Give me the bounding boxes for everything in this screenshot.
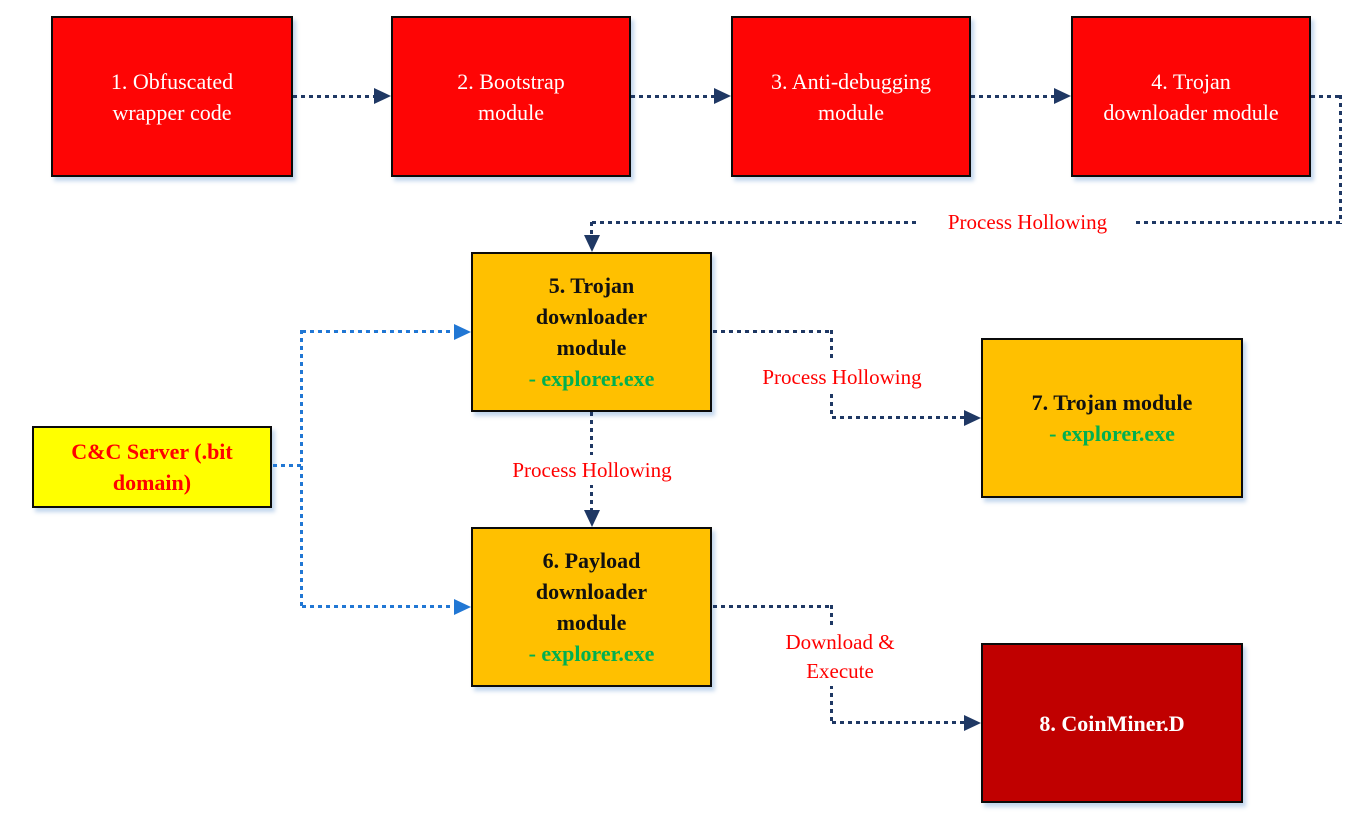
connector-cnc-6 (302, 605, 454, 608)
connector-cnc-trunk (273, 464, 303, 467)
box-trojan-downloader-module-4: 4. Trojan downloader module (1071, 16, 1311, 177)
arrowhead-right-icon (454, 324, 471, 340)
arrowhead-right-icon (964, 410, 981, 426)
connector-2-3 (631, 95, 714, 98)
box-payload-downloader-module-6: 6. Payload downloader module - explorer.… (471, 527, 712, 687)
box-title: 7. Trojan module (1031, 390, 1193, 415)
box-title: 2. Bootstrap module (457, 68, 565, 125)
box-title: 6. Payload downloader module (535, 548, 648, 635)
connector-4-5-seg4 (590, 222, 593, 236)
box-title: 1. Obfuscated wrapper code (110, 68, 234, 125)
box-title: 3. Anti-debugging module (770, 68, 932, 125)
arrowhead-down-icon (584, 510, 600, 527)
box-bootstrap-module: 2. Bootstrap module (391, 16, 631, 177)
connector-5-7-seg1 (713, 330, 833, 333)
box-title: C&C Server (.bit domain) (71, 439, 233, 495)
box-cnc-server: C&C Server (.bit domain) (32, 426, 272, 508)
connector-6-8-seg3 (832, 721, 964, 724)
box-process-name: - explorer.exe (528, 641, 655, 666)
connector-cnc-5 (302, 330, 454, 333)
box-process-name: - explorer.exe (1049, 421, 1175, 446)
arrowhead-down-icon (584, 235, 600, 252)
connector-cnc-vertical (300, 330, 303, 607)
arrowhead-right-icon (454, 599, 471, 615)
connector-6-8-seg1 (713, 605, 833, 608)
box-coinminer: 8. CoinMiner.D (981, 643, 1243, 803)
box-trojan-downloader-module-5: 5. Trojan downloader module - explorer.e… (471, 252, 712, 412)
label-download-execute: Download & Execute (765, 628, 915, 686)
arrowhead-right-icon (714, 88, 731, 104)
box-trojan-module-7: 7. Trojan module - explorer.exe (981, 338, 1243, 498)
connector-5-7-seg3 (832, 416, 964, 419)
arrowhead-right-icon (1054, 88, 1071, 104)
box-title: 4. Trojan downloader module (1103, 68, 1279, 125)
connector-1-2 (293, 95, 374, 98)
box-anti-debugging-module: 3. Anti-debugging module (731, 16, 971, 177)
connector-3-4 (971, 95, 1054, 98)
connector-4-5-seg1 (1311, 95, 1342, 98)
label-process-hollowing-to-trojan: Process Hollowing (742, 362, 942, 392)
label-process-hollowing-top: Process Hollowing (920, 207, 1135, 237)
box-title: 8. CoinMiner.D (1039, 710, 1185, 736)
label-process-hollowing-to-payload: Process Hollowing (487, 455, 697, 485)
box-process-name: - explorer.exe (528, 366, 655, 391)
box-obfuscated-wrapper-code: 1. Obfuscated wrapper code (51, 16, 293, 177)
arrowhead-right-icon (374, 88, 391, 104)
box-title: 5. Trojan downloader module (535, 273, 648, 360)
connector-4-5-seg2 (1339, 95, 1342, 224)
arrowhead-right-icon (964, 715, 981, 731)
